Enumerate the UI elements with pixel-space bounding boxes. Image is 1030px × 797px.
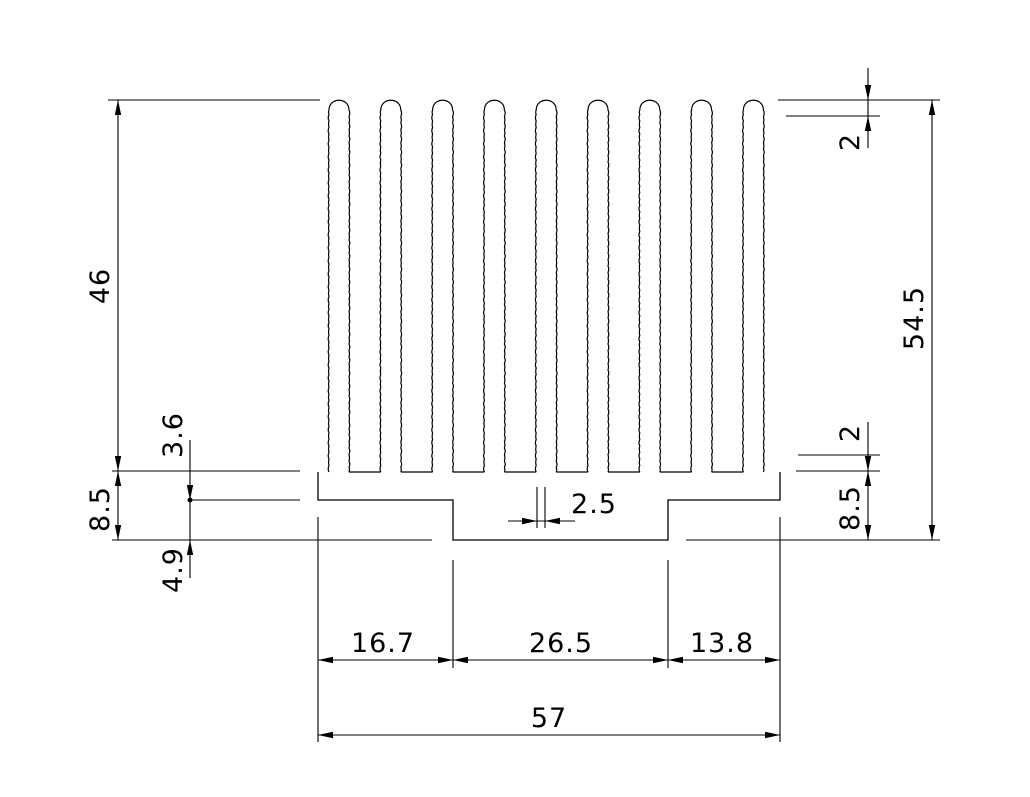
arrowhead: [186, 540, 194, 555]
extension-lines: [108, 99, 940, 742]
arrowhead: [438, 656, 453, 664]
fin-group: [327, 99, 765, 473]
dimension-arrows: [114, 85, 936, 739]
arrowhead: [864, 85, 872, 100]
dim-base-lower: 4.9: [158, 547, 189, 593]
fin: [534, 99, 558, 473]
dim-total-height: 54.5: [899, 286, 930, 350]
arrowhead: [864, 456, 872, 471]
dim-overall-width: 57: [531, 703, 567, 734]
fin: [690, 99, 713, 473]
dim-seg-center: 26.5: [529, 628, 593, 659]
dim-base-right: 8.5: [835, 485, 866, 531]
dim-fin-tip-gap: 2: [835, 133, 866, 151]
fin: [638, 99, 662, 473]
dim-seg-right: 13.8: [690, 628, 754, 659]
arrowhead: [318, 656, 333, 664]
dim-seg-left: 16.7: [351, 628, 415, 659]
dim-fin-height: 46: [85, 268, 116, 304]
arrowhead: [928, 525, 936, 540]
dim-base-left: 8.5: [85, 486, 116, 532]
arrowhead: [668, 656, 683, 664]
arrowhead: [186, 485, 194, 500]
fin: [431, 99, 454, 473]
arrowhead: [318, 731, 333, 739]
base-outline: [317, 472, 781, 541]
arrowhead: [765, 656, 780, 664]
dim-fin-thickness: 2.5: [571, 489, 617, 520]
fin: [742, 99, 765, 473]
arrowhead: [864, 525, 872, 540]
arrowhead: [114, 456, 122, 471]
arrowhead: [114, 100, 122, 115]
dimension-labels: 46 3.6 8.5 4.9 2 2 8.5 54.5 2.5 16.7 26.…: [85, 133, 930, 734]
arrowhead: [545, 517, 560, 525]
arrowhead: [928, 100, 936, 115]
fin: [586, 99, 610, 473]
arrowhead: [864, 116, 872, 131]
arrowhead: [864, 471, 872, 486]
dim-base-upper: 3.6: [158, 412, 189, 458]
heatsink-profile: [317, 99, 781, 541]
dimension-lines: [117, 68, 933, 736]
arrowhead: [114, 525, 122, 540]
dim-fin-root-gap: 2: [835, 424, 866, 442]
fin: [327, 99, 351, 473]
fin: [483, 99, 506, 473]
arrowhead: [653, 656, 668, 664]
arrowhead: [114, 471, 122, 486]
fin: [379, 99, 403, 473]
arrowhead: [453, 656, 468, 664]
arrowhead: [522, 517, 537, 525]
arrowhead: [765, 731, 780, 739]
